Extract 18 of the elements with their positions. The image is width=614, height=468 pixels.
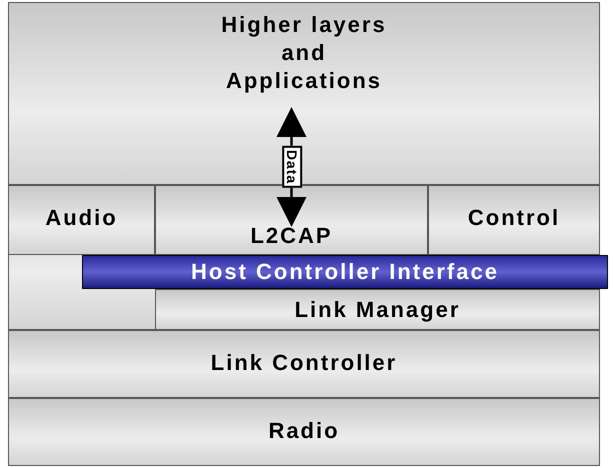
layer-label: Radio (268, 417, 340, 445)
edge-label: Data (282, 146, 302, 188)
layer-label: Link Manager (294, 296, 460, 324)
layer-box (155, 185, 428, 255)
layer-box (155, 289, 600, 330)
layer-label: Link Controller (210, 349, 398, 377)
layer-box (8, 185, 155, 255)
layer-label: Control (468, 204, 560, 232)
layer-box (8, 2, 600, 185)
layer-box (428, 185, 600, 255)
double-arrow (276, 107, 306, 227)
layer-label: Host Controller Interface (191, 258, 499, 286)
layer-label: Higher layers and Applications (220, 11, 388, 95)
layer-label: Audio (45, 204, 118, 232)
layer-box (8, 398, 600, 466)
layer-box (8, 330, 600, 398)
interface-band (82, 255, 608, 289)
layer-label: L2CAP (250, 222, 333, 250)
